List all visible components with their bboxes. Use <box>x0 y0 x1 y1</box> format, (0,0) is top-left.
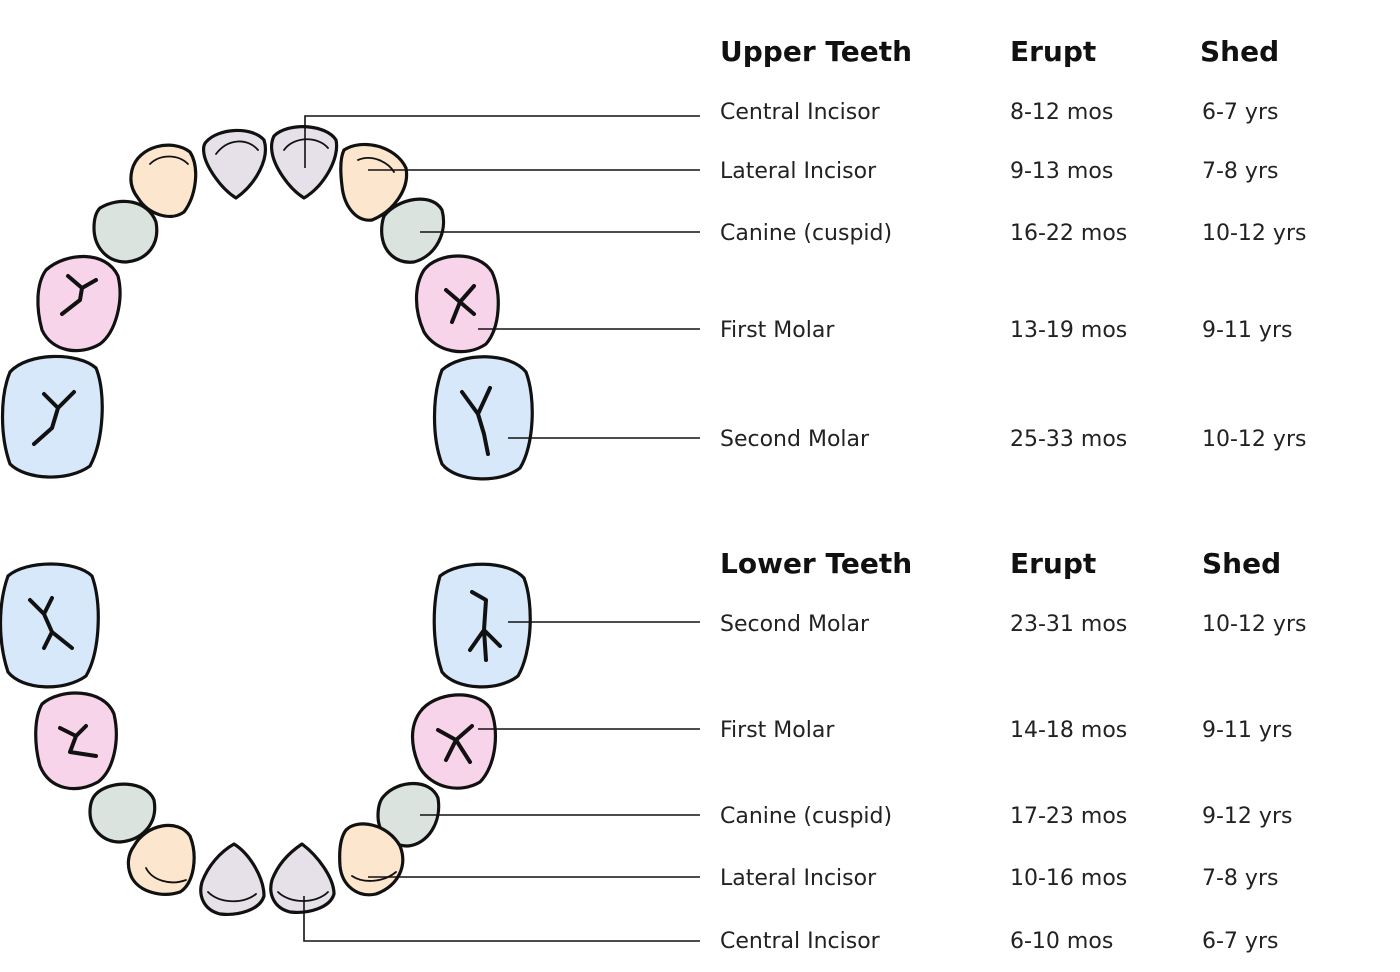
lower-row-name: Lateral Incisor <box>720 866 877 891</box>
lower-right-second-molar <box>432 562 532 689</box>
lower-row-name: Central Incisor <box>720 929 881 954</box>
upper-row-name: Lateral Incisor <box>720 159 877 184</box>
lower-right-central-incisor <box>269 842 336 914</box>
upper-row-erupt: 25-33 mos <box>1010 427 1127 452</box>
upper-row-shed: 6-7 yrs <box>1202 100 1278 125</box>
lower-row-name: Second Molar <box>720 612 870 637</box>
lower-left-canine <box>88 782 157 844</box>
lower-row-erupt: 6-10 mos <box>1010 929 1113 954</box>
lower-row-erupt: 23-31 mos <box>1010 612 1127 637</box>
lower-erupt-heading: Erupt <box>1010 547 1096 580</box>
upper-row-shed: 10-12 yrs <box>1202 427 1306 452</box>
upper-left-canine <box>92 199 159 264</box>
lower-row-erupt: 17-23 mos <box>1010 804 1127 829</box>
lower-row-name: Canine (cuspid) <box>720 804 892 829</box>
upper-leader-lines <box>304 115 700 439</box>
lower-left-lateral-incisor <box>126 823 196 896</box>
lower-row-shed: 9-12 yrs <box>1202 804 1292 829</box>
upper-row-erupt: 16-22 mos <box>1010 221 1127 246</box>
leader-upper-central-incisor <box>304 115 700 168</box>
lower-row-name: First Molar <box>720 718 835 743</box>
upper-row-erupt: 13-19 mos <box>1010 318 1127 343</box>
lower-shed-heading: Shed <box>1202 547 1281 580</box>
lower-teeth-heading: Lower Teeth <box>720 547 912 580</box>
lower-leader-lines <box>303 621 700 942</box>
upper-shed-heading: Shed <box>1200 35 1279 68</box>
upper-right-lateral-incisor <box>339 142 409 222</box>
upper-row-shed: 7-8 yrs <box>1202 159 1278 184</box>
upper-row-shed: 10-12 yrs <box>1202 221 1306 246</box>
upper-row-name: First Molar <box>720 318 835 343</box>
lower-teeth-table: Lower Teeth Erupt Shed Second Molar 23-3… <box>720 547 1306 954</box>
upper-row-erupt: 9-13 mos <box>1010 159 1113 184</box>
upper-row-erupt: 8-12 mos <box>1010 100 1113 125</box>
upper-left-central-incisor <box>202 128 267 200</box>
lower-left-central-incisor <box>199 842 266 916</box>
upper-row-name: Central Incisor <box>720 100 881 125</box>
upper-left-first-molar <box>36 254 122 353</box>
upper-erupt-heading: Erupt <box>1010 35 1096 68</box>
lower-right-canine <box>376 782 441 848</box>
lower-row-erupt: 14-18 mos <box>1010 718 1127 743</box>
lower-right-lateral-incisor <box>338 822 405 897</box>
upper-row-name: Canine (cuspid) <box>720 221 892 246</box>
upper-right-central-incisor <box>270 125 339 200</box>
upper-left-lateral-incisor <box>129 143 198 218</box>
upper-teeth-table: Upper Teeth Erupt Shed Central Incisor 8… <box>720 35 1306 452</box>
lower-row-shed: 6-7 yrs <box>1202 929 1278 954</box>
upper-right-second-molar <box>432 355 534 481</box>
upper-dental-arch <box>0 125 534 481</box>
lower-row-shed: 10-12 yrs <box>1202 612 1306 637</box>
upper-teeth-heading: Upper Teeth <box>720 35 912 68</box>
upper-row-name: Second Molar <box>720 427 870 452</box>
upper-left-second-molar <box>0 354 104 479</box>
lower-dental-arch <box>0 562 532 916</box>
leader-lower-central-incisor <box>303 896 700 942</box>
lower-row-shed: 9-11 yrs <box>1202 718 1292 743</box>
lower-row-shed: 7-8 yrs <box>1202 866 1278 891</box>
upper-right-canine <box>380 197 446 264</box>
upper-row-shed: 9-11 yrs <box>1202 318 1292 343</box>
lower-row-erupt: 10-16 mos <box>1010 866 1127 891</box>
